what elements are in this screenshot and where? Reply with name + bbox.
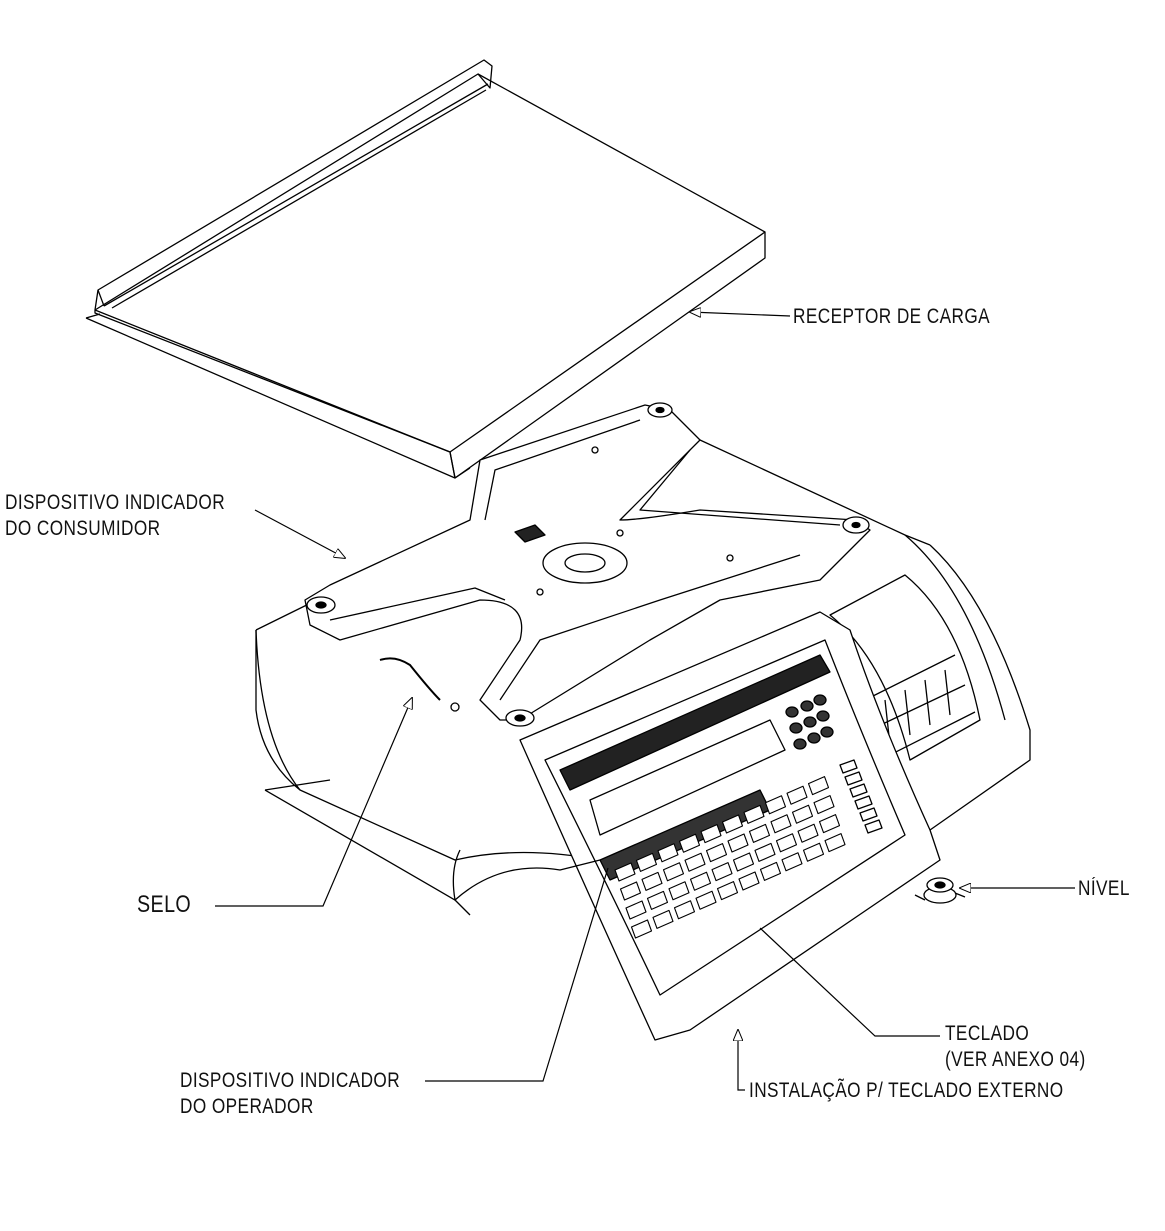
keyboard-key: [739, 872, 759, 890]
function-key: [845, 772, 862, 785]
selo-leader: [215, 698, 412, 906]
label-dispositivo-operador: DISPOSITIVO INDICADOR DO OPERADOR: [180, 1069, 401, 1118]
keyboard-key: [707, 844, 727, 862]
keyboard-key: [675, 901, 695, 919]
keyboard-key: [658, 844, 678, 862]
keyboard-key: [626, 901, 646, 919]
keypad-round-key: [808, 733, 820, 743]
keyboard-key: [696, 891, 716, 909]
load-receptor-tray: [86, 60, 765, 478]
function-key: [855, 796, 872, 809]
keypad-round-key: [821, 727, 833, 737]
keyboard-key: [777, 834, 797, 852]
keyboard-key: [793, 805, 813, 823]
keyboard-keys: [615, 695, 882, 938]
keyboard-key: [632, 920, 652, 938]
keyboard-key: [691, 872, 711, 890]
keypad-round-key: [786, 707, 798, 717]
label-selo: SELO: [137, 891, 192, 918]
keyboard-key: [782, 853, 802, 871]
receptor-leader: [690, 312, 790, 316]
scale-housing: [256, 420, 1030, 1040]
keyboard-key: [766, 796, 786, 814]
keyboard-key: [669, 882, 689, 900]
label-dispositivo-consumidor: DISPOSITIVO INDICADOR DO CONSUMIDOR: [5, 491, 226, 540]
keyboard-key: [755, 843, 775, 861]
label-receptor-de-carga: RECEPTOR DE CARGA: [793, 305, 991, 328]
function-key: [850, 784, 867, 797]
spider-plate: [305, 403, 870, 726]
keyboard-key: [723, 815, 743, 833]
seal-wire: [380, 658, 440, 700]
keyboard-key: [653, 910, 673, 928]
keypad-round-key: [814, 695, 826, 705]
keyboard-key: [685, 853, 705, 871]
instalacao-leader: [738, 1030, 745, 1090]
keyboard-key: [664, 863, 684, 881]
keyboard-key: [642, 872, 662, 890]
keyboard-key: [771, 815, 791, 833]
keyboard-key: [820, 815, 840, 833]
keyboard-key: [637, 853, 657, 871]
keyboard-key: [701, 825, 721, 843]
keypad-round-key: [801, 701, 813, 711]
function-key: [840, 760, 857, 773]
seal-screw: [451, 703, 459, 711]
keyboard-key: [648, 891, 668, 909]
keyboard-key: [712, 863, 732, 881]
label-nivel: NÍVEL: [1078, 877, 1130, 900]
consumidor-leader: [255, 510, 345, 558]
operador-leader: [425, 868, 608, 1081]
keyboard-key: [809, 777, 829, 795]
keyboard-key: [814, 796, 834, 814]
keyboard-key: [621, 882, 641, 900]
level-foot: [915, 878, 965, 903]
label-instalacao-teclado-externo: INSTALAÇÃO P/ TECLADO EXTERNO: [749, 1079, 1064, 1102]
keyboard-key: [750, 824, 770, 842]
keyboard-key: [825, 834, 845, 852]
keyboard-key: [718, 882, 738, 900]
keyboard-key: [761, 862, 781, 880]
keyboard-key: [798, 824, 818, 842]
keypad-round-key: [804, 717, 816, 727]
keyboard-key: [680, 834, 700, 852]
teclado-leader: [760, 928, 940, 1036]
keypad-round-key: [794, 739, 806, 749]
label-teclado: TECLADO (VER ANEXO 04): [945, 1022, 1086, 1071]
keyboard-key: [744, 805, 764, 823]
keypad-round-key: [817, 711, 829, 721]
function-key: [865, 820, 882, 833]
keyboard-key: [615, 863, 635, 881]
keyboard-key: [728, 834, 748, 852]
keypad-round-key: [790, 723, 802, 733]
keyboard-key: [787, 786, 807, 804]
keyboard-key: [804, 843, 824, 861]
keyboard-key: [734, 853, 754, 871]
function-key: [860, 808, 877, 821]
